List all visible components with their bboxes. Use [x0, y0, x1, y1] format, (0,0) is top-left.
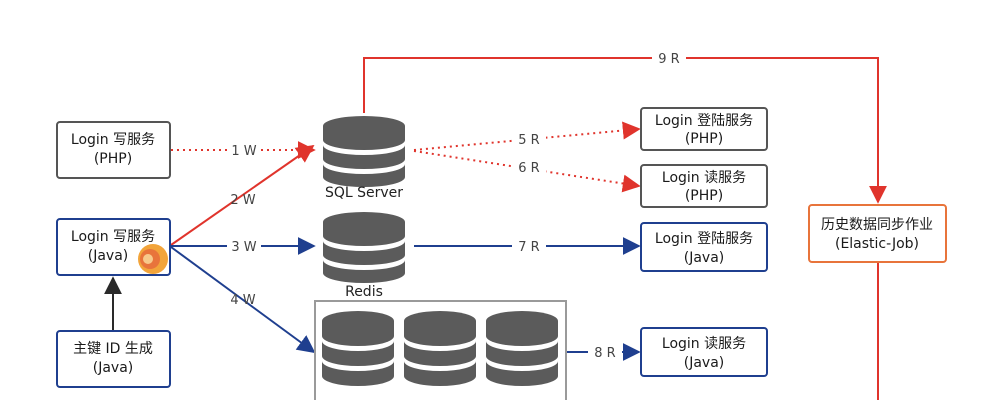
node-label: Login 登陆服务 [655, 231, 753, 247]
node-sublabel: (Java) [684, 250, 725, 266]
edge-label-3: 3 W [231, 240, 256, 255]
node-label: Login 写服务 [71, 229, 155, 245]
node-login-write-php: Login 写服务 (PHP) [56, 121, 171, 179]
node-label: 主键 ID 生成 [73, 341, 153, 357]
redis-label: Redis [345, 284, 383, 300]
edge-6-r [413, 150, 641, 193]
edge-label-2: 2 W [230, 193, 255, 208]
db-cluster-node-3-icon [486, 311, 558, 386]
edge-label-1: 1 W [231, 144, 256, 159]
node-sublabel: (PHP) [94, 151, 132, 167]
node-label: Login 读服务 [662, 169, 746, 186]
node-label: 历史数据同步作业 [821, 217, 933, 233]
edge-label-7: 7 R [518, 240, 539, 255]
node-sublabel: (PHP) [685, 188, 723, 204]
sql-server-label: SQL Server [325, 185, 403, 201]
redis-database-icon [323, 212, 405, 283]
node-label: Login 读服务 [662, 335, 746, 352]
node-login-land-php: Login 登陆服务 (PHP) [640, 107, 768, 151]
edge-9-r [363, 57, 887, 204]
node-id-generator: 主键 ID 生成 (Java) [56, 330, 171, 388]
edge-label-5: 5 R [518, 133, 539, 148]
edge-4-w [170, 246, 316, 354]
node-sublabel: (Java) [88, 248, 129, 264]
edge-label-9: 9 R [658, 52, 679, 67]
db-cluster-node-2-icon [404, 311, 476, 386]
node-sublabel: (Java) [93, 360, 134, 376]
edge-label-4: 4 W [230, 293, 255, 308]
sql-server-database-icon [323, 116, 405, 187]
node-sublabel: (Java) [684, 355, 725, 371]
node-history-sync-job: 历史数据同步作业 (Elastic-Job) [808, 204, 947, 263]
edge-5-r [413, 121, 641, 151]
node-login-read-php: Login 读服务 (PHP) [640, 164, 768, 208]
node-sublabel: (Elastic-Job) [835, 236, 919, 252]
orange-badge-icon [138, 244, 168, 274]
node-label: Login 登陆服务 [655, 113, 753, 129]
edge-2-w [170, 144, 315, 246]
node-login-read-java: Login 读服务 (Java) [640, 327, 768, 377]
node-login-land-java: Login 登陆服务 (Java) [640, 222, 768, 272]
node-sublabel: (PHP) [685, 131, 723, 147]
edge-label-6: 6 R [518, 161, 539, 176]
edge-label-8: 8 R [594, 346, 615, 361]
db-cluster-node-1-icon [322, 311, 394, 386]
node-label: Login 写服务 [71, 132, 155, 148]
